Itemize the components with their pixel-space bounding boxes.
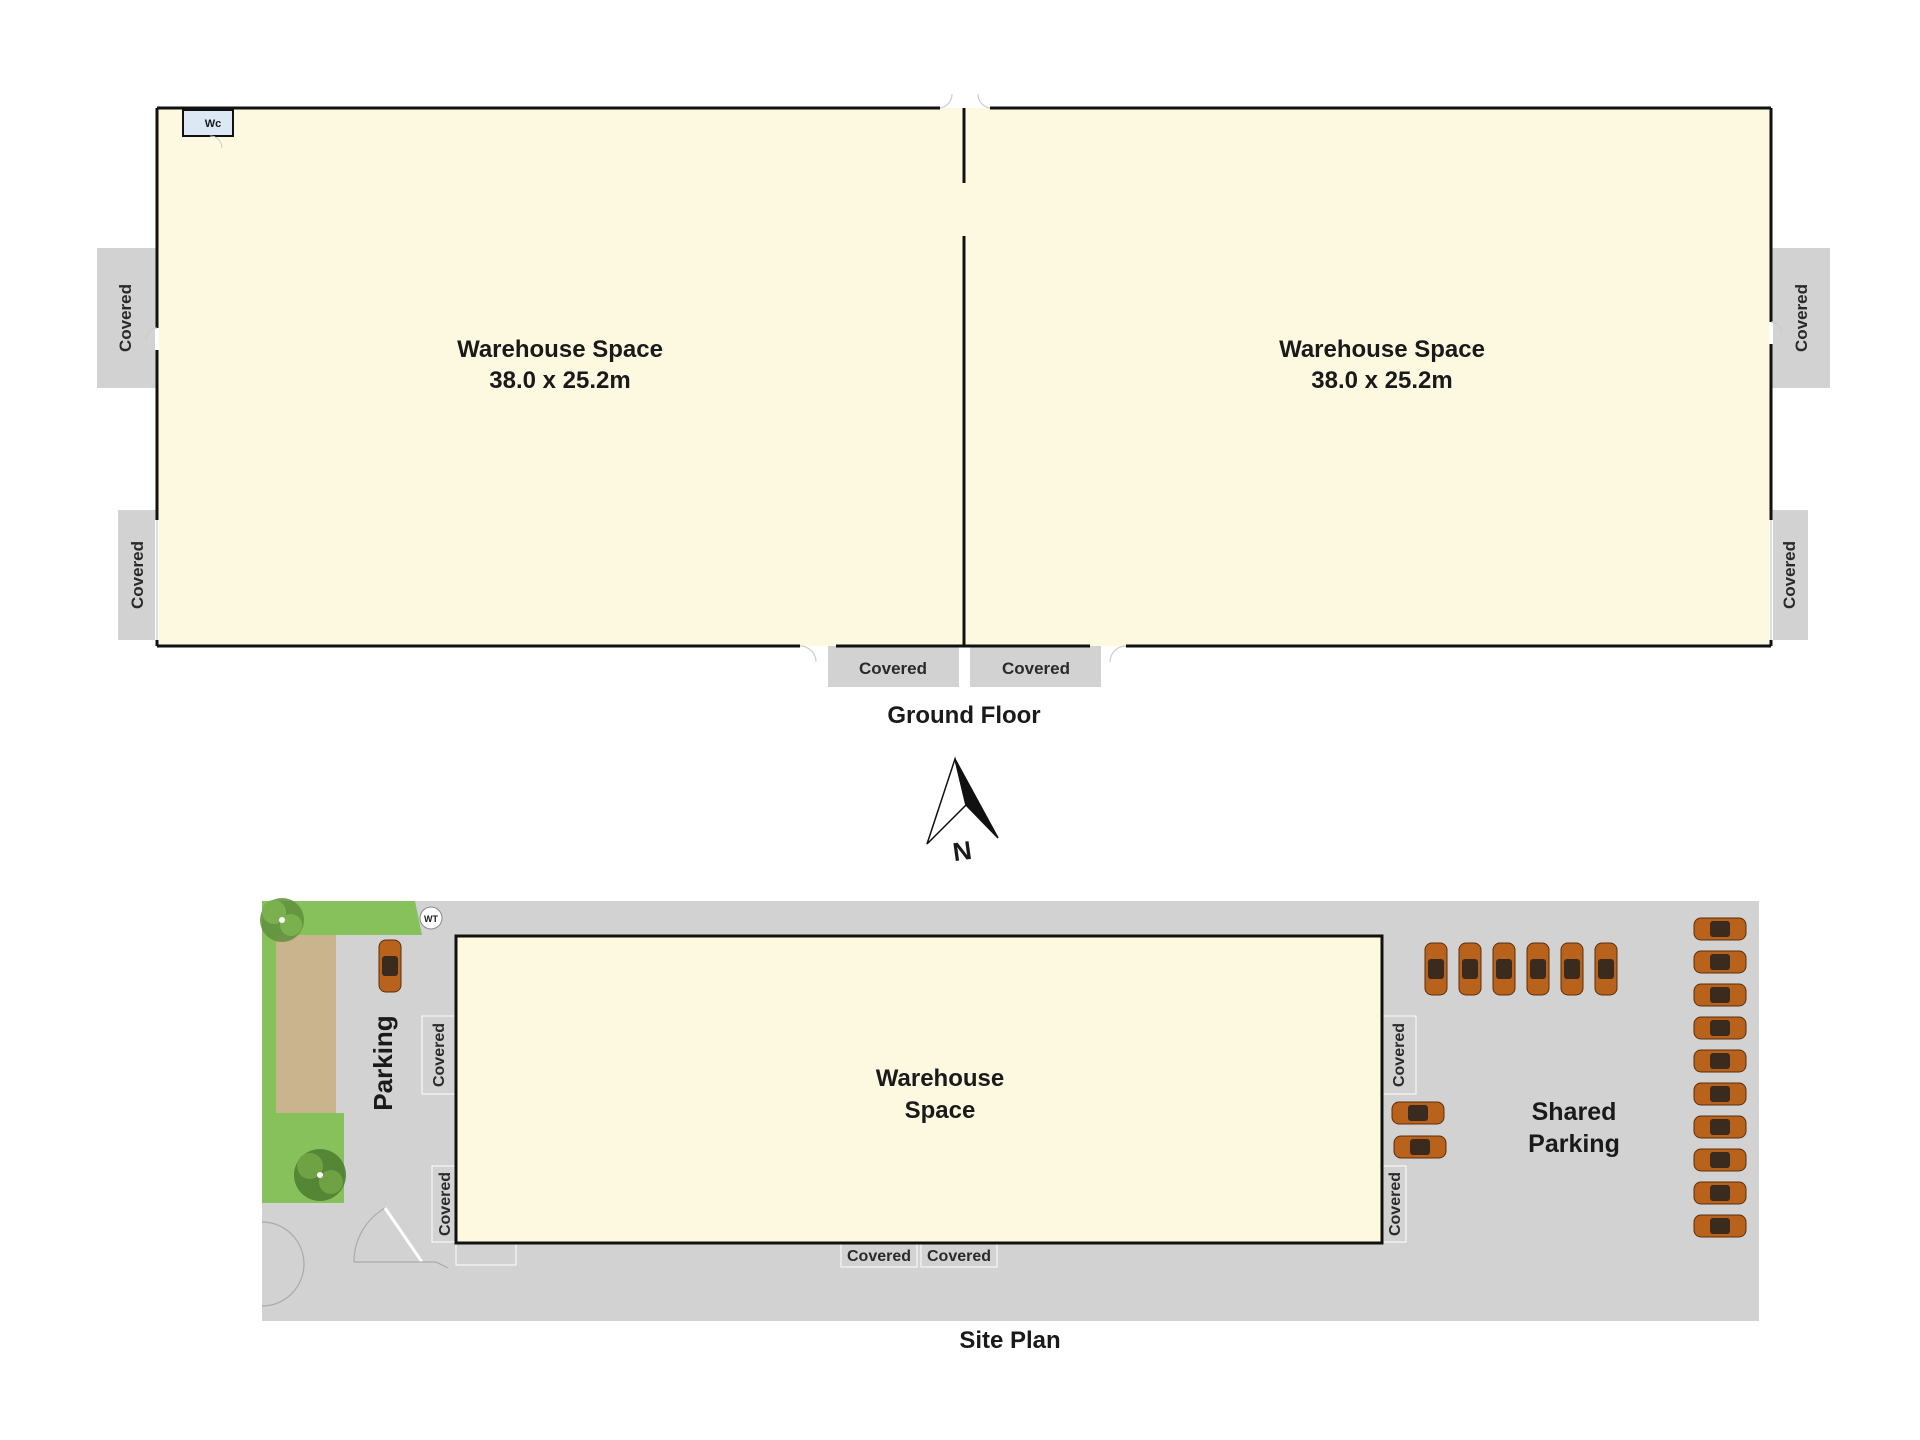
compass-north-label: N [951, 835, 974, 867]
ground-floor-plan: Wc Warehouse Space 38.0 x 25.2m Warehous… [97, 93, 1830, 729]
covered-area-south-right [970, 645, 1101, 687]
shared-parking-label-line2: Parking [1528, 1130, 1620, 1158]
site-covered-label-west-upper: Covered [431, 1023, 448, 1087]
site-covered-label-south-left: Covered [847, 1248, 911, 1265]
tree-icon [294, 1149, 346, 1201]
car-icon [1560, 942, 1584, 996]
site-plan-caption: Site Plan [959, 1327, 1060, 1354]
warehouse-floor-east [964, 108, 1771, 646]
side-wall-door-edges [156, 520, 1772, 640]
room-name-east: Warehouse Space [1279, 336, 1485, 363]
car-icon [1693, 983, 1747, 1007]
site-covered-west-lower [431, 1165, 457, 1243]
water-tank-label: WT [424, 914, 438, 924]
car-icon [1458, 942, 1482, 996]
car-icon [1391, 1101, 1445, 1125]
site-covered-label-south-right: Covered [927, 1248, 991, 1265]
site-covered-southwest [455, 1242, 517, 1266]
shared-parking-label-line1: Shared [1532, 1098, 1617, 1126]
door-swings [145, 93, 1783, 663]
covered-area-west-lower [118, 510, 158, 640]
covered-label-south-right: Covered [1002, 659, 1070, 678]
site-covered-label-west-lower: Covered [437, 1172, 454, 1236]
car-icon [1594, 942, 1618, 996]
warehouse-floor-west [157, 108, 964, 646]
car-icon [1393, 1135, 1447, 1159]
car-icon [1693, 1049, 1747, 1073]
covered-label-west-lower: Covered [128, 541, 147, 609]
water-tank-icon: WT [419, 906, 443, 930]
site-plan: WT Warehouse Space Covered Covered Cover… [260, 898, 1759, 1354]
room-size-east: 38.0 x 25.2m [1311, 367, 1452, 394]
tree-icon [260, 898, 304, 942]
car-icon [378, 939, 402, 993]
wc-room: Wc [182, 109, 234, 149]
site-building-label-line1: Warehouse [876, 1065, 1004, 1092]
car-icon [1693, 1082, 1747, 1106]
covered-area-east-upper [1770, 248, 1830, 388]
ground-floor-caption: Ground Floor [887, 702, 1040, 729]
site-covered-east-upper [1381, 1015, 1417, 1095]
site-covered-label-east-upper: Covered [1391, 1023, 1408, 1087]
covered-label-east-lower: Covered [1780, 541, 1799, 609]
car-icon [1693, 1214, 1747, 1238]
site-warehouse-building [454, 934, 1384, 1245]
parking-label: Parking [368, 1015, 398, 1110]
site-covered-west-upper [421, 1015, 457, 1095]
site-covered-east-lower [1381, 1165, 1407, 1243]
covered-label-south-left: Covered [859, 659, 927, 678]
site-covered-label-east-lower: Covered [1387, 1172, 1404, 1236]
site-building-label-line2: Space [905, 1097, 976, 1124]
covered-area-south-left [828, 645, 959, 687]
covered-area-west-upper [97, 248, 157, 388]
wc-label: Wc [205, 118, 222, 130]
car-icon [1693, 1181, 1747, 1205]
car-icon [1693, 1148, 1747, 1172]
car-icon [1693, 1115, 1747, 1139]
room-name-west: Warehouse Space [457, 336, 663, 363]
entry-gates [261, 1207, 449, 1307]
covered-label-east-upper: Covered [1792, 284, 1811, 352]
car-icon [1693, 917, 1747, 941]
car-icon [1693, 950, 1747, 974]
room-size-west: 38.0 x 25.2m [489, 367, 630, 394]
parked-cars [378, 917, 1747, 1238]
car-icon [1693, 1016, 1747, 1040]
covered-label-west-upper: Covered [116, 284, 135, 352]
covered-area-east-lower [1770, 510, 1808, 640]
site-covered-south-right [920, 1242, 998, 1268]
car-icon [1492, 942, 1516, 996]
north-arrow-icon: N [926, 756, 999, 867]
car-icon [1526, 942, 1550, 996]
car-icon [1424, 942, 1448, 996]
